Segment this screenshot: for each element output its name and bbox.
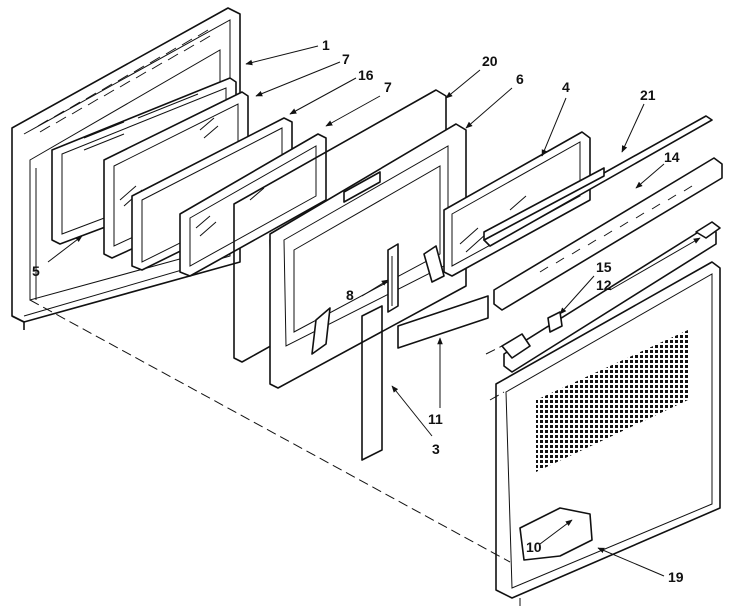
clip-part-15 bbox=[501, 311, 563, 359]
lower-channel-part-12 bbox=[503, 221, 721, 373]
callout-7-upper: 7 bbox=[342, 51, 350, 67]
trim-strip-part-11 bbox=[397, 295, 489, 349]
callout-21: 21 bbox=[640, 87, 656, 103]
callout-19: 19 bbox=[668, 569, 684, 585]
callout-3: 3 bbox=[432, 441, 440, 457]
callout-8: 8 bbox=[346, 287, 354, 303]
callout-20: 20 bbox=[482, 53, 498, 69]
leader-lines bbox=[47, 45, 701, 577]
callout-11: 11 bbox=[428, 411, 443, 427]
outer-glass-part-4 bbox=[443, 131, 591, 277]
callout-7-lower: 7 bbox=[384, 79, 392, 95]
callout-14: 14 bbox=[664, 149, 680, 165]
inner-door-panel-part-6 bbox=[269, 123, 467, 389]
top-strip-part-21 bbox=[483, 115, 713, 247]
callout-5: 5 bbox=[32, 263, 40, 279]
vented-channel-part-14 bbox=[493, 157, 723, 311]
callout-labels: 1 7 16 7 20 6 4 21 14 5 15 12 8 11 3 10 … bbox=[32, 37, 684, 585]
insulation-strip-part-3 bbox=[361, 305, 383, 461]
callout-1: 1 bbox=[322, 37, 330, 53]
callout-4: 4 bbox=[562, 79, 570, 95]
outer-door-panel-part-19 bbox=[495, 261, 721, 599]
callout-15: 15 bbox=[596, 259, 612, 275]
window-pack-part-7 bbox=[131, 117, 327, 277]
callout-6: 6 bbox=[516, 71, 524, 87]
frame-vent-slots bbox=[37, 29, 211, 133]
callout-12: 12 bbox=[596, 277, 612, 293]
alignment-dashes bbox=[29, 299, 521, 606]
callout-10: 10 bbox=[526, 539, 542, 555]
hinge-bracket-part-8 bbox=[387, 243, 399, 313]
callout-16: 16 bbox=[358, 67, 374, 83]
